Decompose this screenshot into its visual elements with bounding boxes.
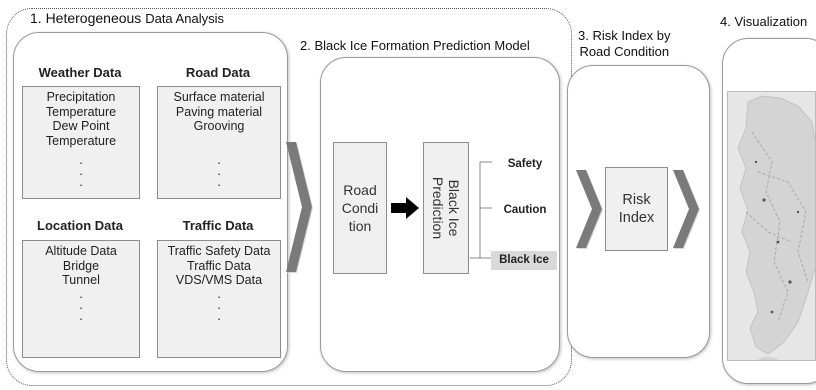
road-condition-line: Condi bbox=[341, 200, 379, 216]
prediction-line: Black Ice bbox=[446, 179, 463, 237]
ellipsis-dot: . bbox=[79, 174, 83, 189]
risk-index-line: Index bbox=[618, 210, 655, 226]
traffic-data-list: Traffic Safety Data Traffic Data VDS/VMS… bbox=[157, 240, 281, 358]
output-black-ice-label: Black Ice bbox=[491, 251, 557, 270]
road-condition-line: Road bbox=[343, 182, 377, 198]
weather-data-title: Weather Data bbox=[38, 65, 122, 80]
list-item: VDS/VMS Data bbox=[175, 273, 263, 287]
section1-title: 1. Heterogeneous Data Analysis bbox=[30, 10, 224, 26]
right-arrow-icon bbox=[391, 197, 419, 219]
map-graphic bbox=[728, 92, 815, 360]
list-item: Paving material bbox=[175, 104, 263, 119]
black-ice-prediction-text: Black Ice Prediction bbox=[430, 177, 462, 239]
ellipsis-dot: . bbox=[79, 163, 83, 178]
location-data-list: Altitude Data Bridge Tunnel . . . bbox=[22, 240, 140, 358]
weather-data-list: Precipitation Temperature Dew Point Temp… bbox=[22, 86, 140, 199]
output-safety-label: Safety bbox=[507, 158, 543, 170]
section1-title-prefix: 1. Heterogeneous bbox=[30, 10, 142, 26]
output-caution-label: Caution bbox=[503, 204, 547, 216]
location-data-title: Location Data bbox=[37, 218, 123, 233]
output-bracket bbox=[470, 161, 492, 259]
ellipsis-dot: . bbox=[217, 151, 221, 167]
ellipsis-dot: . bbox=[217, 173, 221, 189]
list-item: Dew Point bbox=[52, 119, 110, 133]
ellipsis-dot: . bbox=[217, 307, 221, 323]
list-item: Temperature bbox=[45, 104, 117, 119]
road-data-list: Surface material Paving material Groovin… bbox=[157, 86, 281, 199]
section1-title-rest: Data Analysis bbox=[145, 11, 224, 26]
chevron-arrow-1-icon bbox=[286, 142, 313, 273]
road-condition-line: tion bbox=[348, 218, 372, 234]
ellipsis-dot: . bbox=[217, 285, 221, 301]
chevron-arrow-2-icon bbox=[576, 170, 603, 249]
risk-index-line: Risk bbox=[622, 192, 651, 208]
section3-title-line: 3. Risk Index by bbox=[578, 28, 671, 43]
list-item: Grooving bbox=[193, 119, 245, 133]
section4-title: 4. Visualization bbox=[720, 14, 808, 29]
road-data-title: Road Data bbox=[185, 65, 251, 80]
section2-title: 2. Black Ice Formation Prediction Model bbox=[300, 38, 530, 53]
black-ice-prediction-box: Black Ice Prediction bbox=[423, 142, 469, 274]
ellipsis-dot: . bbox=[217, 162, 221, 178]
list-item: Tunnel bbox=[62, 273, 100, 287]
chevron-arrow-3-icon bbox=[673, 170, 700, 249]
ellipsis-dot: . bbox=[217, 296, 221, 312]
ellipsis-dot: . bbox=[79, 152, 83, 167]
list-item: Altitude Data bbox=[45, 244, 117, 258]
prediction-line: Prediction bbox=[430, 176, 447, 240]
ellipsis-dot: . bbox=[79, 307, 83, 323]
list-item: Surface material bbox=[173, 90, 265, 104]
list-item: Traffic Data bbox=[187, 258, 251, 273]
ellipsis-dot: . bbox=[79, 296, 83, 312]
list-item: Bridge bbox=[62, 258, 100, 273]
list-item: Traffic Safety Data bbox=[167, 244, 271, 258]
section3-title-line: Road Condition bbox=[579, 44, 670, 59]
traffic-data-title: Traffic Data bbox=[182, 218, 254, 233]
list-item: Temperature bbox=[45, 133, 117, 148]
section3-title: 3. Risk Index by Road Condition bbox=[578, 28, 671, 60]
risk-index-box: Risk Index bbox=[605, 167, 668, 251]
ellipsis-dot: . bbox=[79, 285, 83, 301]
road-condition-box: Road Condi tion bbox=[333, 142, 387, 274]
korea-road-map-image bbox=[727, 91, 816, 361]
list-item: Precipitation bbox=[46, 90, 116, 104]
